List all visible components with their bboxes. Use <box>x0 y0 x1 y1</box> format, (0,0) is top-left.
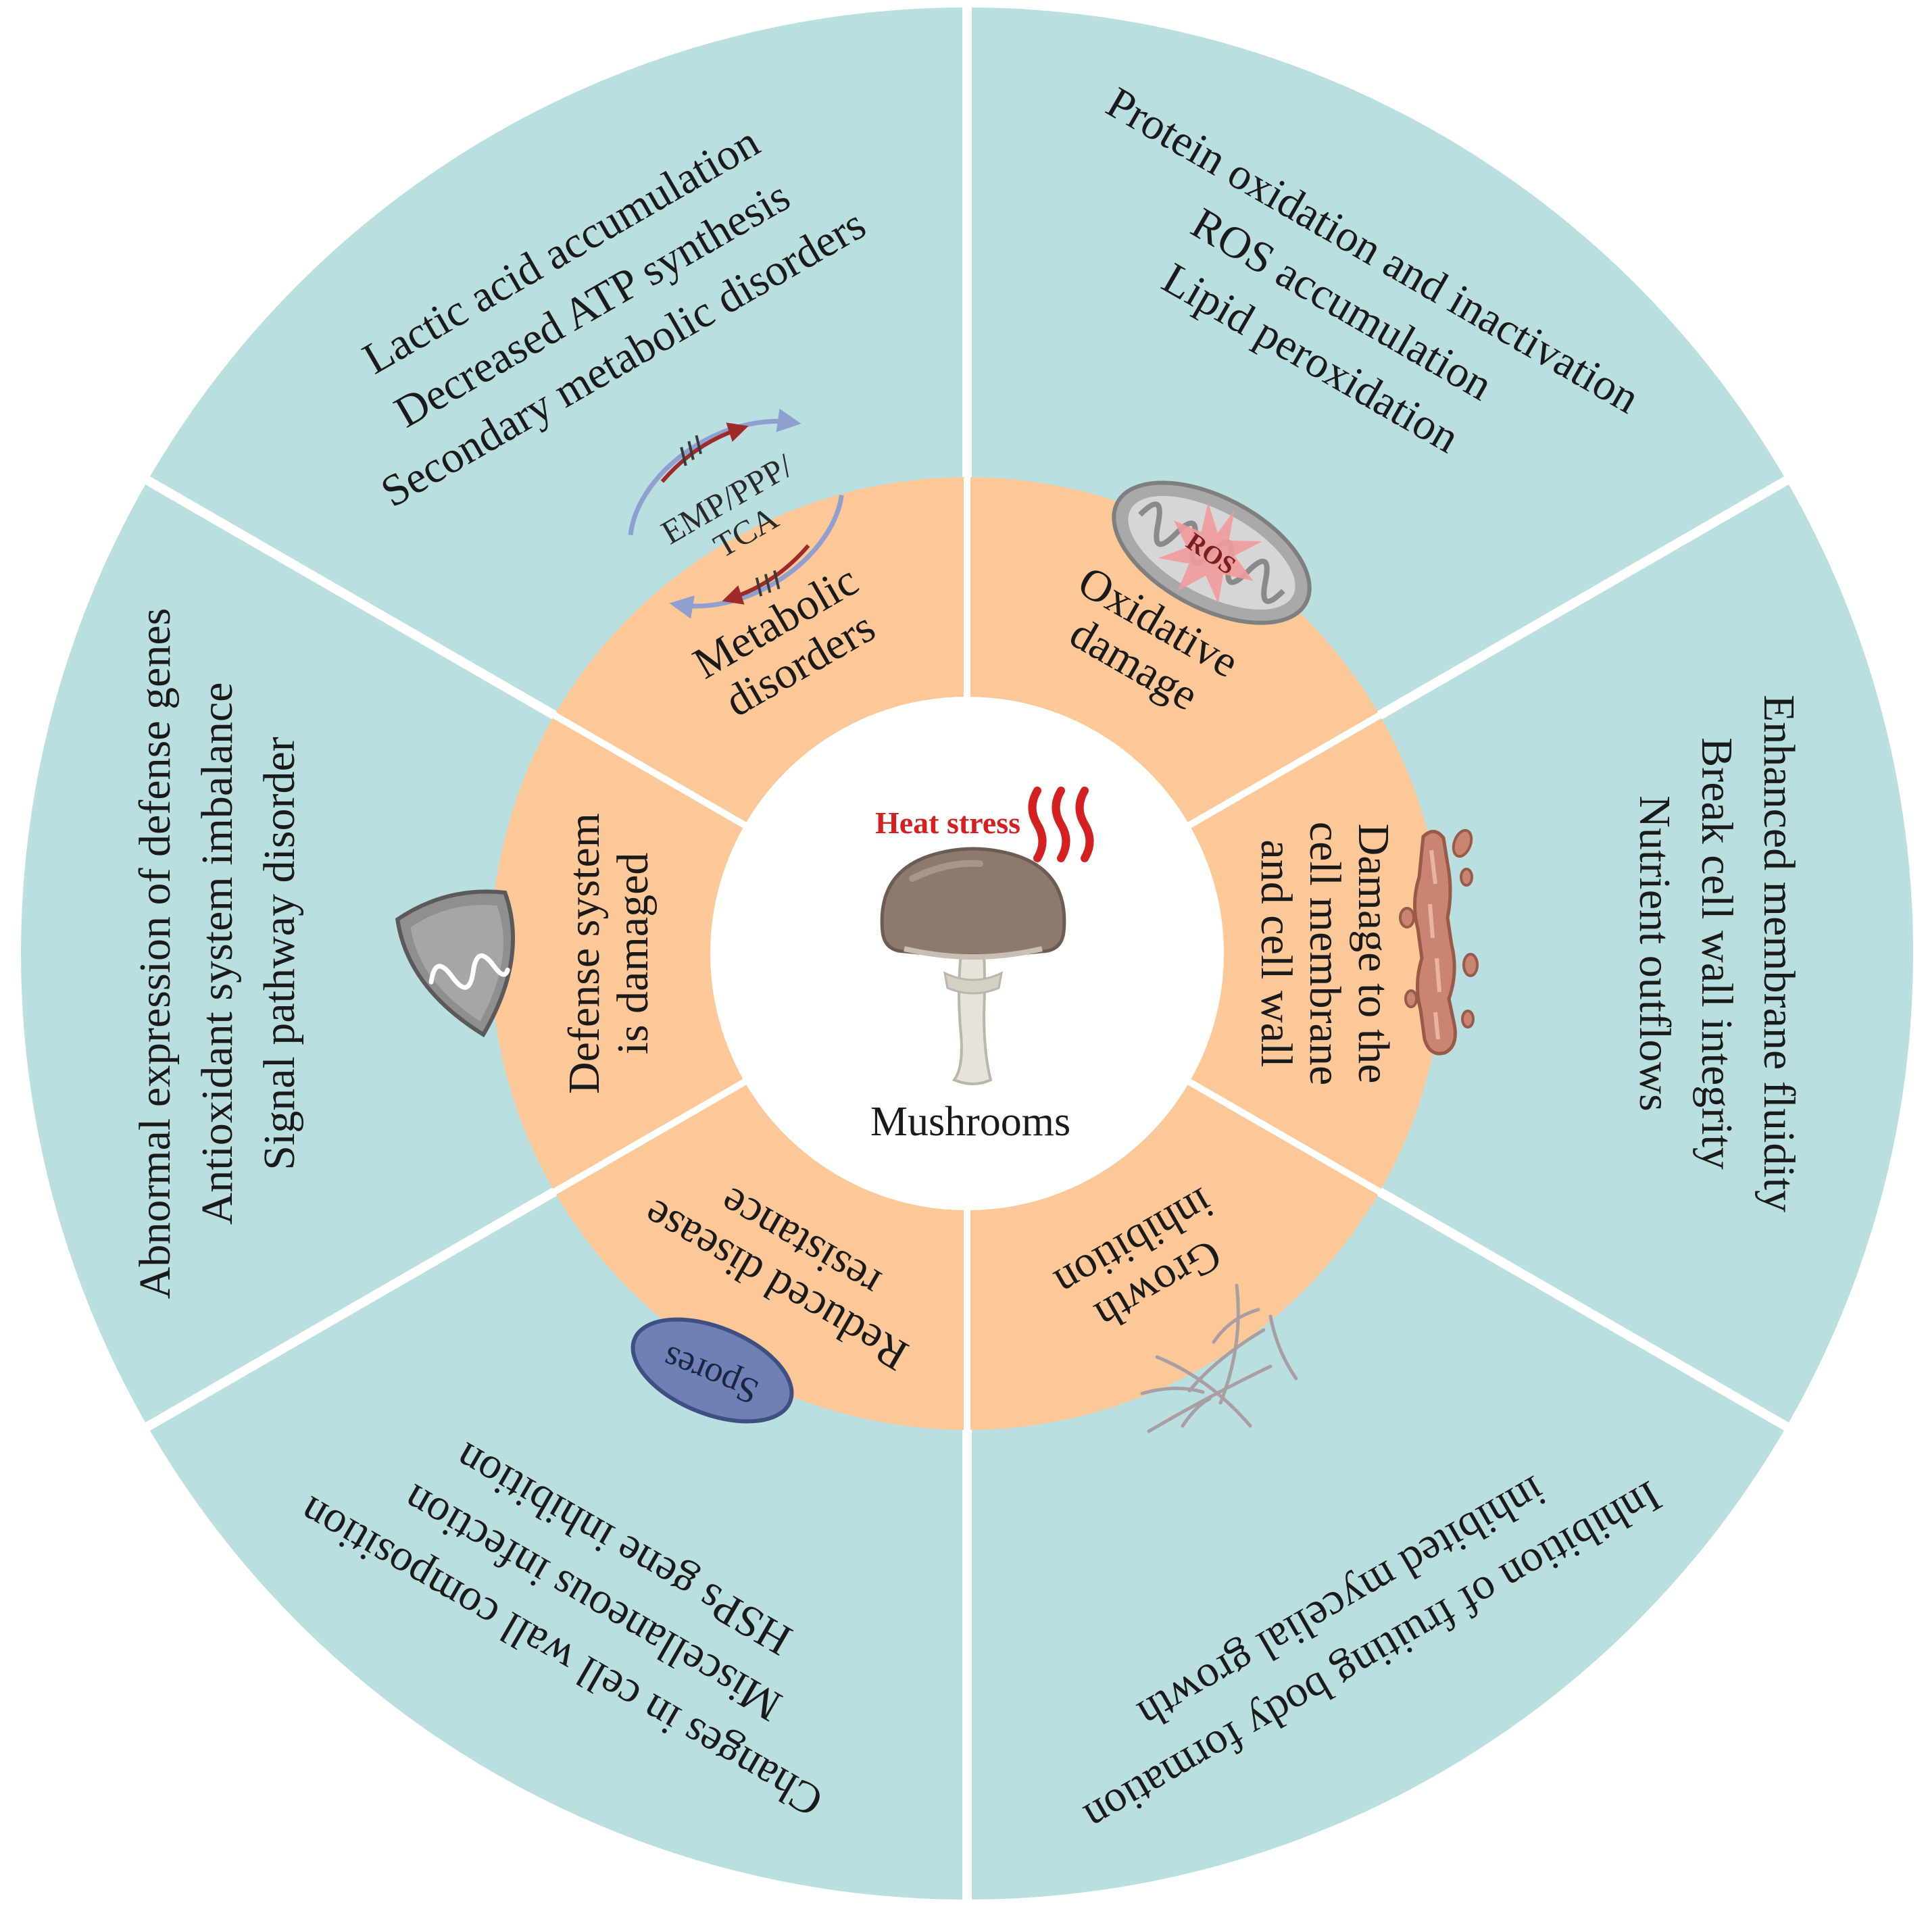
mushrooms-label: Mushrooms <box>870 1099 1070 1145</box>
inner-divider-6 <box>552 712 748 829</box>
inner-divider-2 <box>1186 712 1382 829</box>
outer-divider-6 <box>139 472 557 720</box>
inner-defense-line-2: is damaged <box>608 853 658 1055</box>
spores-icon: Spores <box>631 1317 794 1424</box>
sector-dividers <box>139 1 1795 1906</box>
outer-defense-line-2: Antioxidant system imbalance <box>193 683 242 1225</box>
outer-divider-3 <box>1377 1187 1795 1435</box>
inner-defense-line-1: Defense system <box>560 813 609 1094</box>
outer-membrane-line-3: Nutrient outflows <box>1630 795 1679 1111</box>
outer-defense-line-3: Signal pathway disorder <box>255 737 304 1170</box>
heat-stress-label: Heat stress <box>875 806 1020 840</box>
inner-membrane-line-2: cell membrane <box>1300 822 1350 1085</box>
inner-divider-5 <box>552 1078 748 1195</box>
outer-divider-5 <box>139 1187 557 1435</box>
outer-defense-line-1: Abnormal expression of defense genes <box>130 608 180 1299</box>
shield-icon <box>395 889 515 1038</box>
outer-membrane-line-1: Enhanced membrane fluidity <box>1754 695 1804 1212</box>
cell-membrane-icon <box>1399 828 1479 1056</box>
outer-divider-2 <box>1377 472 1795 720</box>
mushroom-icon <box>880 847 1066 1085</box>
outer-membrane-line-2: Break cell wall integrity <box>1692 737 1742 1170</box>
mitochondrion-icon: ROS <box>1112 480 1312 625</box>
heat-waves-icon <box>1028 787 1094 862</box>
inner-divider-3 <box>1186 1078 1382 1195</box>
ros-burst <box>1158 501 1262 604</box>
mycelium-icon <box>1140 1283 1298 1433</box>
inner-membrane-line-1: Damage to the <box>1349 824 1398 1084</box>
inner-membrane-line-3: and cell wall <box>1252 839 1301 1067</box>
